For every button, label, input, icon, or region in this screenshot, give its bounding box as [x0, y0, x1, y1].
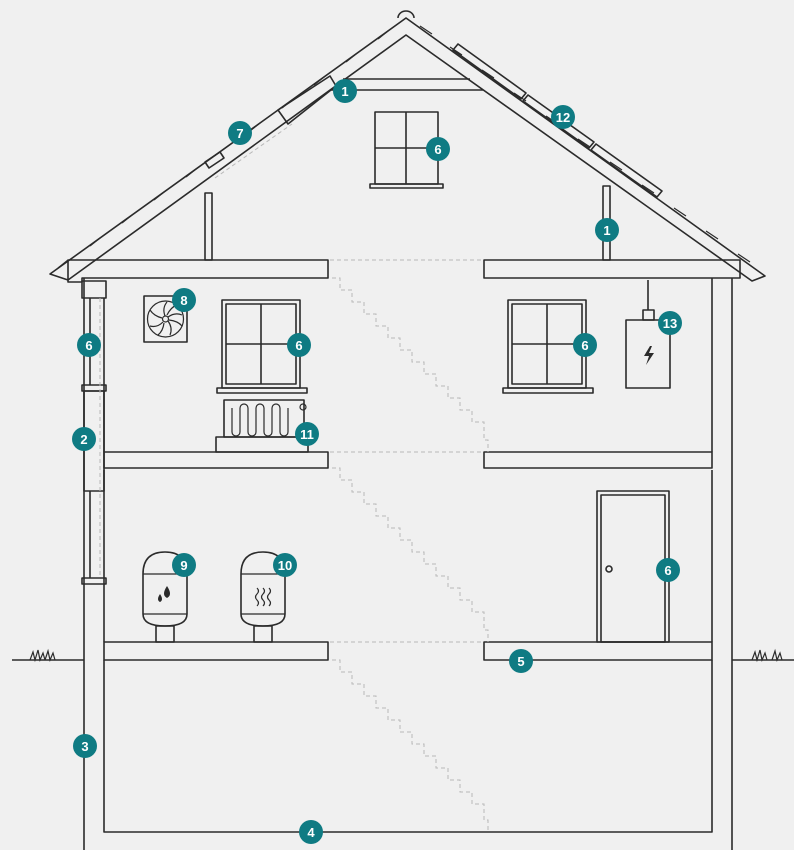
marker-6: 6 [573, 333, 597, 357]
marker-13: 13 [658, 311, 682, 335]
marker-3: 3 [73, 734, 97, 758]
marker-label: 12 [556, 110, 570, 125]
marker-label: 5 [517, 654, 524, 669]
marker-label: 6 [581, 338, 588, 353]
ground-floor [103, 641, 713, 661]
roof [49, 10, 766, 282]
solar-panel-icon [452, 43, 663, 198]
marker-label: 1 [603, 223, 610, 238]
marker-label: 6 [664, 563, 671, 578]
marker-label: 8 [180, 293, 187, 308]
staircase [330, 259, 489, 832]
upper-floor [103, 451, 713, 469]
marker-5: 5 [509, 649, 533, 673]
marker-label: 4 [307, 825, 315, 840]
marker-label: 11 [300, 427, 314, 442]
marker-label: 13 [663, 316, 677, 331]
marker-4: 4 [299, 820, 323, 844]
water-heater [142, 551, 188, 643]
roof-window [204, 75, 337, 169]
marker-8: 8 [172, 288, 196, 312]
grass-icon [29, 648, 783, 663]
attic-floor [67, 259, 741, 283]
marker-6: 6 [287, 333, 311, 357]
marker-label: 6 [295, 338, 302, 353]
marker-9: 9 [172, 553, 196, 577]
marker-6: 6 [77, 333, 101, 357]
marker-label: 10 [278, 558, 292, 573]
marker-10: 10 [273, 553, 297, 577]
marker-label: 6 [434, 142, 441, 157]
marker-label: 1 [341, 84, 348, 99]
marker-label: 2 [80, 432, 87, 447]
marker-12: 12 [551, 105, 575, 129]
marker-label: 3 [81, 739, 88, 754]
roof-post-left [204, 192, 213, 261]
marker-label: 6 [85, 338, 92, 353]
heat-waves-icon [254, 587, 272, 607]
marker-11: 11 [295, 422, 319, 446]
water-drop-icon [158, 586, 170, 602]
electric-heater [625, 280, 671, 389]
marker-7: 7 [228, 121, 252, 145]
marker-label: 9 [180, 558, 187, 573]
marker-label: 7 [236, 126, 243, 141]
marker-6: 6 [656, 558, 680, 582]
marker-1: 1 [595, 218, 619, 242]
marker-2: 2 [72, 427, 96, 451]
marker-1: 1 [333, 79, 357, 103]
radiator-icon [215, 399, 309, 453]
marker-6: 6 [426, 137, 450, 161]
lightning-icon [644, 346, 654, 365]
